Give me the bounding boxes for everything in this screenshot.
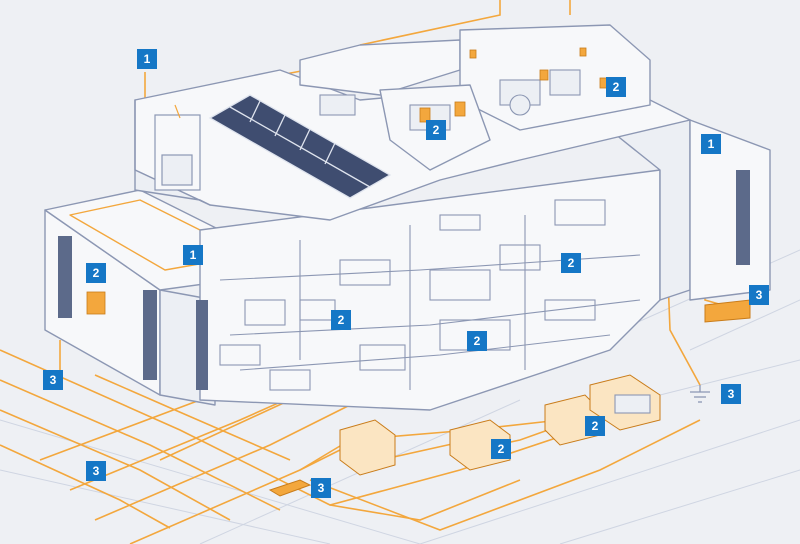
callout-badge-3b: 3 xyxy=(43,370,63,390)
callout-badge-3e: 3 xyxy=(311,478,331,498)
ground-symbol-icon xyxy=(690,385,710,403)
callout-badge-2h: 2 xyxy=(491,439,511,459)
solar-panel-array-icon xyxy=(208,94,392,199)
callout-badge-2g: 2 xyxy=(585,416,605,436)
callout-badge-2f: 2 xyxy=(467,331,487,351)
callout-badge-1a: 1 xyxy=(137,49,157,69)
callout-badge-2d: 2 xyxy=(561,253,581,273)
elevator-shaft xyxy=(154,104,201,191)
callout-badge-1c: 1 xyxy=(183,245,203,265)
electrical-panels xyxy=(86,47,609,315)
callout-badge-3c: 3 xyxy=(721,384,741,404)
louvers xyxy=(58,170,750,390)
callout-badge-2a: 2 xyxy=(606,77,626,97)
callout-badge-3d: 3 xyxy=(86,461,106,481)
callout-badge-3a: 3 xyxy=(749,285,769,305)
building xyxy=(44,24,771,411)
callout-badge-2b: 2 xyxy=(426,120,446,140)
callout-badge-2c: 2 xyxy=(86,263,106,283)
transformer-icon xyxy=(614,394,651,414)
callout-badge-1b: 1 xyxy=(701,134,721,154)
callout-badge-2e: 2 xyxy=(331,310,351,330)
